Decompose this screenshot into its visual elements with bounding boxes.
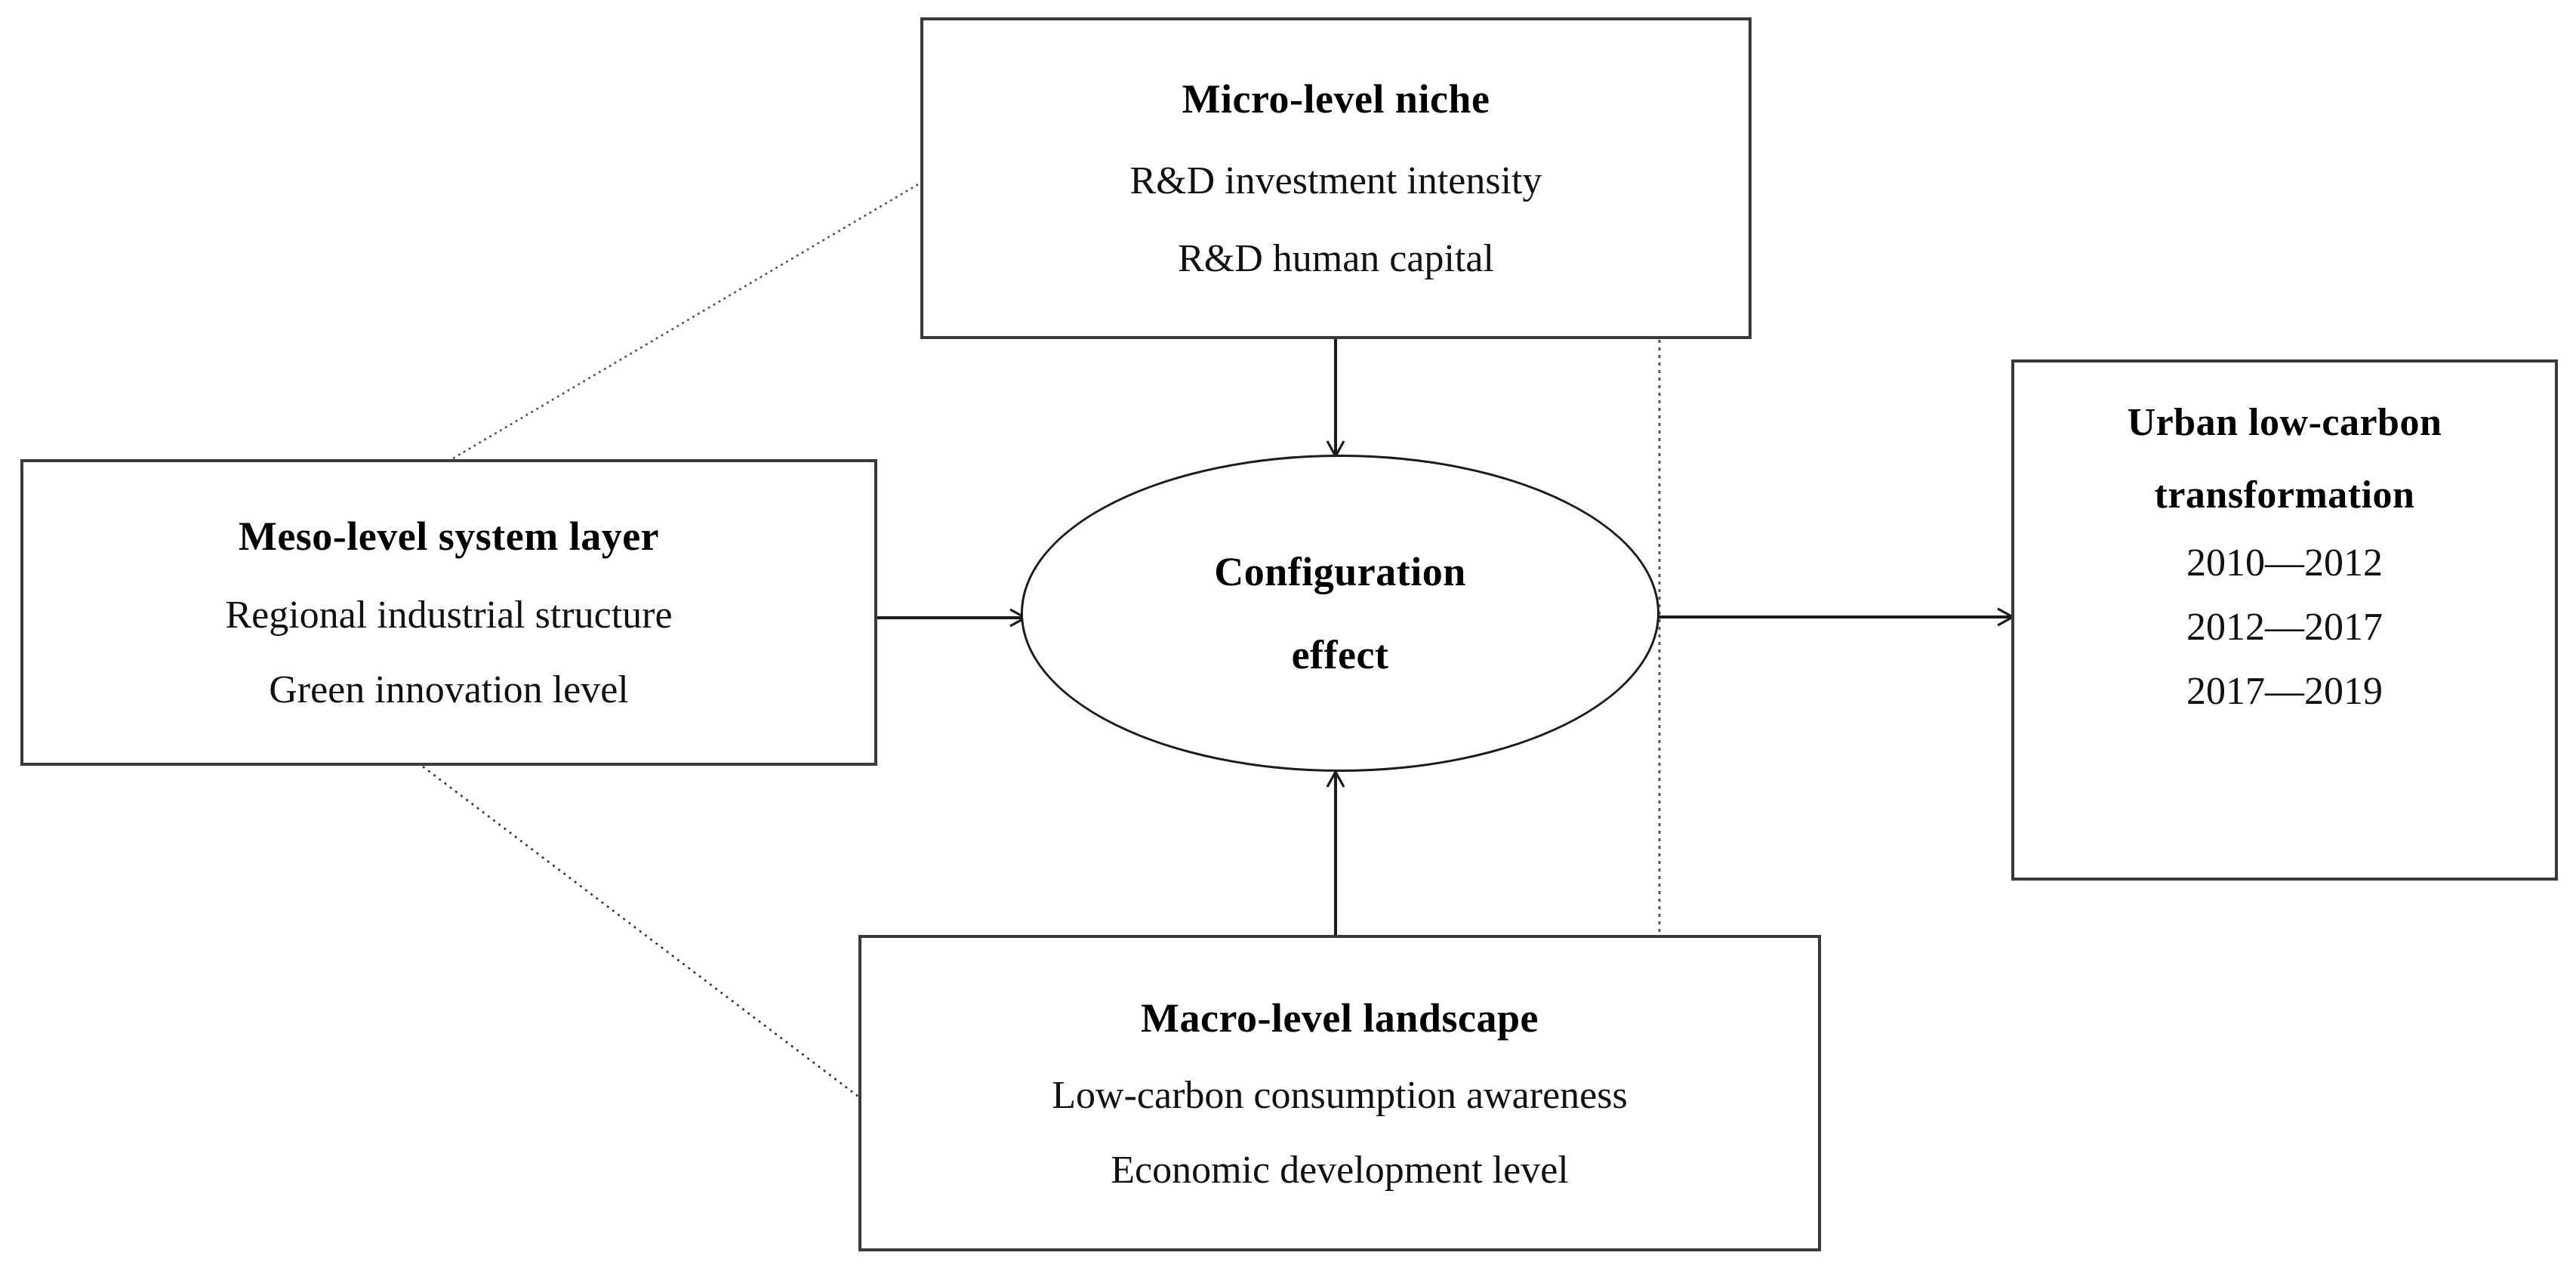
meso-level-item-2: Green innovation level	[269, 668, 629, 711]
edge-meso-to-macro	[422, 765, 859, 1098]
micro-level-item-1: R&D investment intensity	[1129, 159, 1542, 202]
urban-transformation-title-line-1: Urban low-carbon	[2127, 401, 2442, 444]
macro-level-title: Macro-level landscape	[1141, 995, 1539, 1041]
micro-level-item-2: R&D human capital	[1178, 237, 1494, 280]
micro-level-title: Micro-level niche	[1182, 76, 1490, 122]
configuration-effect-ellipse[interactable]: Configuration effect	[1021, 455, 1659, 772]
meso-level-system-layer-box[interactable]: Meso-level system layer Regional industr…	[20, 459, 877, 766]
micro-level-niche-box[interactable]: Micro-level niche R&D investment intensi…	[920, 17, 1752, 339]
urban-transformation-period-1: 2010—2012	[2186, 541, 2383, 585]
configuration-effect-line-1: Configuration	[1214, 549, 1466, 594]
urban-transformation-period-2: 2012—2017	[2186, 605, 2383, 649]
macro-level-item-2: Economic development level	[1111, 1148, 1569, 1192]
urban-low-carbon-transformation-box[interactable]: Urban low-carbon transformation 2010—201…	[2011, 359, 2558, 881]
macro-level-item-1: Low-carbon consumption awareness	[1052, 1073, 1628, 1117]
urban-transformation-period-3: 2017—2019	[2186, 669, 2383, 713]
meso-level-title: Meso-level system layer	[238, 514, 660, 559]
edge-meso-to-micro	[452, 182, 920, 460]
urban-transformation-title-line-2: transformation	[2154, 473, 2415, 517]
macro-level-landscape-box[interactable]: Macro-level landscape Low-carbon consump…	[858, 935, 1821, 1251]
configuration-effect-line-2: effect	[1291, 632, 1389, 677]
meso-level-item-1: Regional industrial structure	[225, 594, 673, 637]
